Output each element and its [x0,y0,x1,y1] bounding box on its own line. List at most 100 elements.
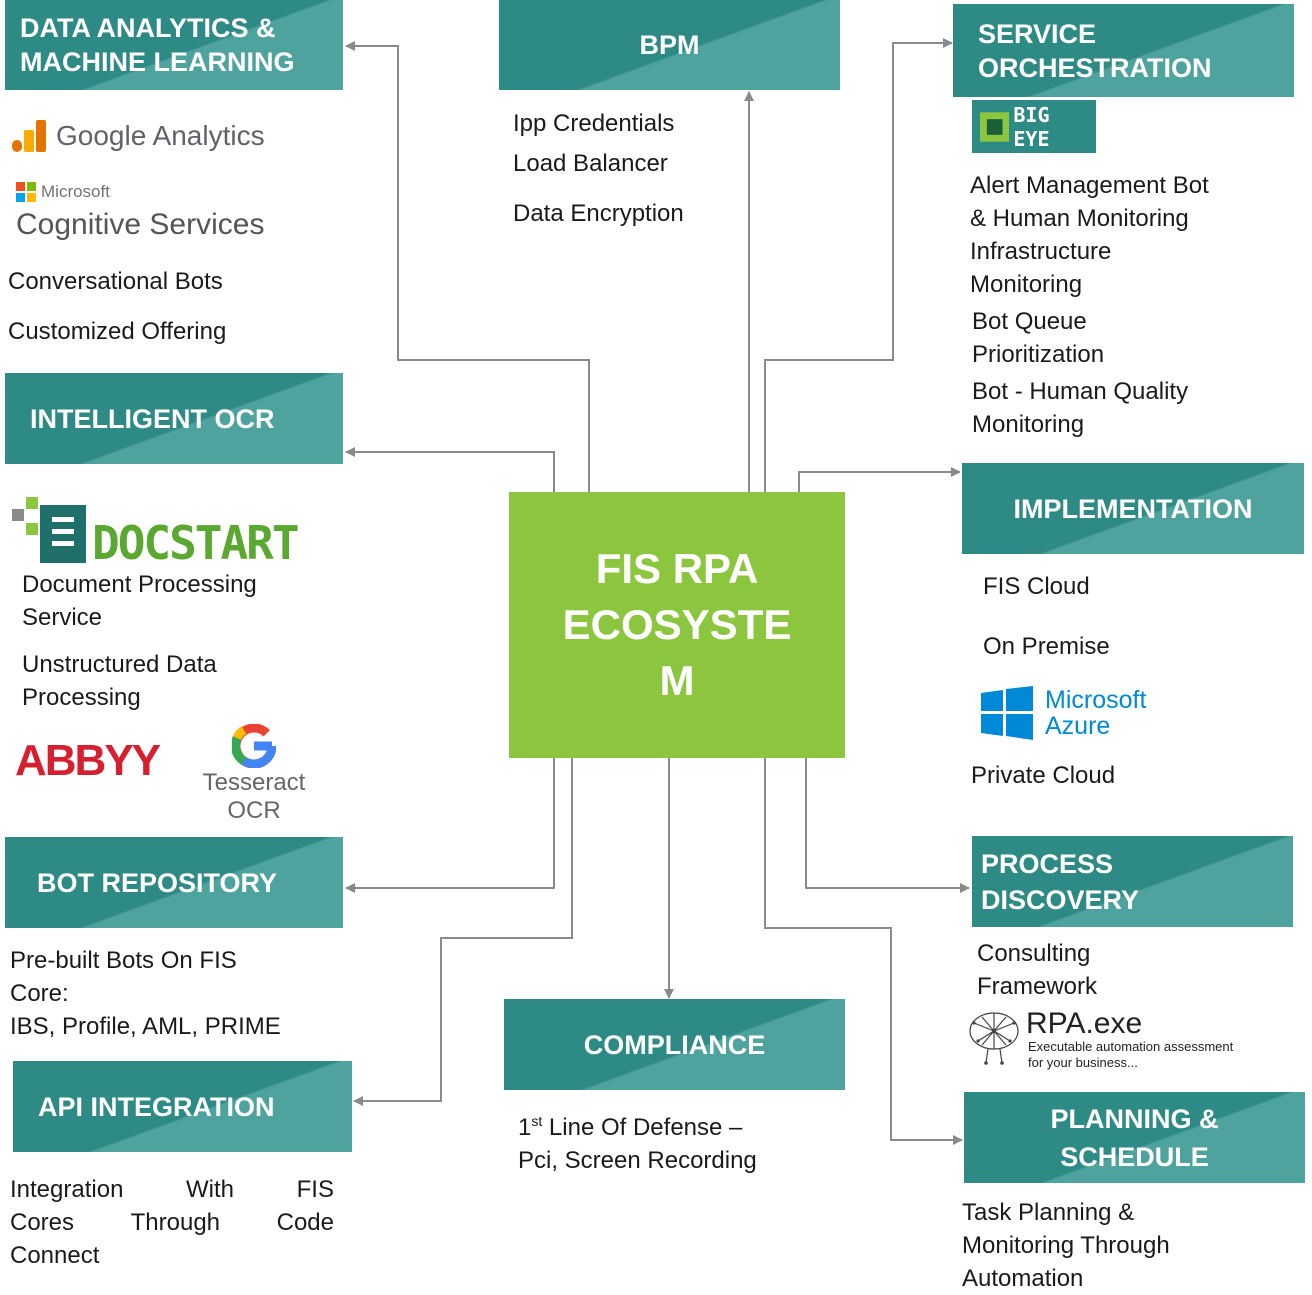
bigeye-icon [980,111,1010,142]
bot-repository-items: Pre-built Bots On FIS Core: IBS, Profile… [10,944,281,1043]
box-process-discovery: PROCESS DISCOVERY [972,836,1293,927]
box-title: COMPLIANCE [583,1029,766,1060]
box-title: SCHEDULE [1060,1141,1209,1172]
arrow-to-api-integration [353,758,573,1106]
list-item: Conversational Bots [8,268,223,295]
docstart-logo: DOCSTART [12,490,300,570]
implementation-items: FIS Cloud On Premise [983,570,1110,663]
box-title: DISCOVERY [981,884,1140,915]
abbyy-logo: ABBYY [15,736,161,785]
google-g-icon [230,723,277,769]
list-item: Processing [22,684,141,711]
list-item: Bot Queue [972,308,1087,335]
docstart-icon [12,497,86,563]
intelligent-ocr-items: Document Processing Service Unstructured… [22,568,257,714]
box-intelligent-ocr: INTELLIGENT OCR [5,373,343,464]
box-title: BOT REPOSITORY [37,867,278,898]
box-title: SERVICE [978,18,1097,49]
list-item: Monitoring [972,411,1085,438]
box-bpm: BPM [499,0,840,90]
list-item: FIS Cloud [983,573,1090,600]
box-title: INTELLIGENT OCR [30,403,275,434]
list-item: Automation [962,1265,1084,1292]
box-data-analytics: DATA ANALYTICS & MACHINE LEARNING [5,0,343,90]
azure-text: Azure [1045,712,1111,740]
list-item: Customized Offering [8,318,227,345]
microsoft-logo: Microsoft [16,182,110,202]
list-item-text: Line Of Defense – [542,1114,743,1141]
ordinal-suffix: st [531,1113,543,1129]
word: Code [276,1209,334,1236]
azure-microsoft-text: Microsoft [1045,686,1147,714]
arrow-to-bot-repository [345,758,555,893]
bigeye-logo: BIG EYE [972,100,1096,153]
list-item: Service [22,604,103,631]
implementation-private-cloud: Private Cloud [971,762,1116,789]
api-integration-items: Integration With FIS Cores Through Code … [10,1173,334,1272]
center-line: ECOSYSTE [562,601,792,648]
rpaexe-logo: RPA.exe Executable automation assessment… [964,1009,1233,1071]
docstart-text: DOCSTART [92,516,300,570]
google-analytics-logo: Google Analytics [12,118,265,154]
microsoft-icon [16,182,36,202]
list-item: IBS, Profile, AML, PRIME [10,1013,281,1040]
box-title: API INTEGRATION [38,1091,275,1122]
list-item: Ipp Credentials [513,110,675,137]
arrow-to-process-discovery [805,758,970,893]
word: Through [130,1209,221,1236]
planning-schedule-items: Task Planning & Monitoring Through Autom… [962,1196,1170,1295]
box-implementation: IMPLEMENTATION [962,463,1304,554]
list-item: Document Processing [22,571,257,598]
list-item: Prioritization [972,341,1105,368]
list-item: Monitoring [970,271,1083,298]
word: Cores [10,1209,75,1236]
arrow-to-implementation [798,467,961,492]
microsoft-text: Microsoft [41,182,110,201]
bigeye-text: BIG EYE [1013,102,1050,151]
box-bot-repository: BOT REPOSITORY [5,837,343,928]
box-title: PLANNING & [1050,1103,1219,1134]
box-api-integration: API INTEGRATION [13,1061,352,1152]
list-item: 1st Line Of Defense – [518,1105,757,1144]
rpaexe-subtitle: for your business... [1028,1055,1138,1070]
service-orchestration-items: Alert Management Bot & Human Monitoring … [970,169,1209,441]
list-item: On Premise [983,633,1110,660]
word: With [186,1176,235,1203]
box-title: DATA ANALYTICS & [20,13,276,43]
tesseract-logo: Tesseract OCR [174,723,334,825]
bpm-items: Ipp Credentials Load Balancer Data Encry… [513,104,684,234]
list-item: Pre-built Bots On FIS [10,947,237,974]
list-item: Unstructured Data [22,651,217,678]
list-item: Core: [10,980,69,1007]
rpaexe-subtitle: Executable automation assessment [1028,1039,1234,1054]
process-discovery-items: Consulting Framework [977,937,1097,1003]
box-title: ORCHESTRATION [978,52,1212,83]
brain-network-icon [969,1012,1019,1065]
list-item: Load Balancer [513,150,668,177]
box-compliance: COMPLIANCE [504,999,845,1090]
list-item: Pci, Screen Recording [518,1147,757,1174]
windows-icon [981,686,1033,740]
cognitive-services-text: Cognitive Services [16,208,265,241]
list-item: & Human Monitoring [970,205,1189,232]
azure-logo: Microsoft Azure [981,686,1146,740]
list-item: Alert Management Bot [970,172,1209,199]
compliance-items: 1st Line Of Defense – Pci, Screen Record… [518,1105,757,1177]
box-title: PROCESS [981,848,1114,879]
arrow-to-data-analytics [345,41,590,492]
list-item: Data Encryption [513,200,684,227]
google-analytics-text: Google Analytics [56,120,265,151]
google-analytics-icon [12,120,46,152]
box-title: MACHINE LEARNING [20,47,295,77]
box-title: BPM [639,30,700,60]
ordinal-number: 1 [518,1114,532,1141]
arrow-to-intelligent-ocr [345,447,555,492]
center-line: FIS RPA [595,545,759,592]
tesseract-text: Tesseract OCR [202,769,306,824]
list-item: Task Planning & [962,1199,1135,1226]
list-item: Framework [977,973,1098,1000]
rpaexe-text: RPA.exe [1026,1007,1143,1040]
box-planning-schedule: PLANNING & SCHEDULE [964,1092,1305,1183]
center-node: FIS RPA ECOSYSTE M [509,492,845,758]
data-analytics-items: Conversational Bots Customized Offering [8,257,226,357]
